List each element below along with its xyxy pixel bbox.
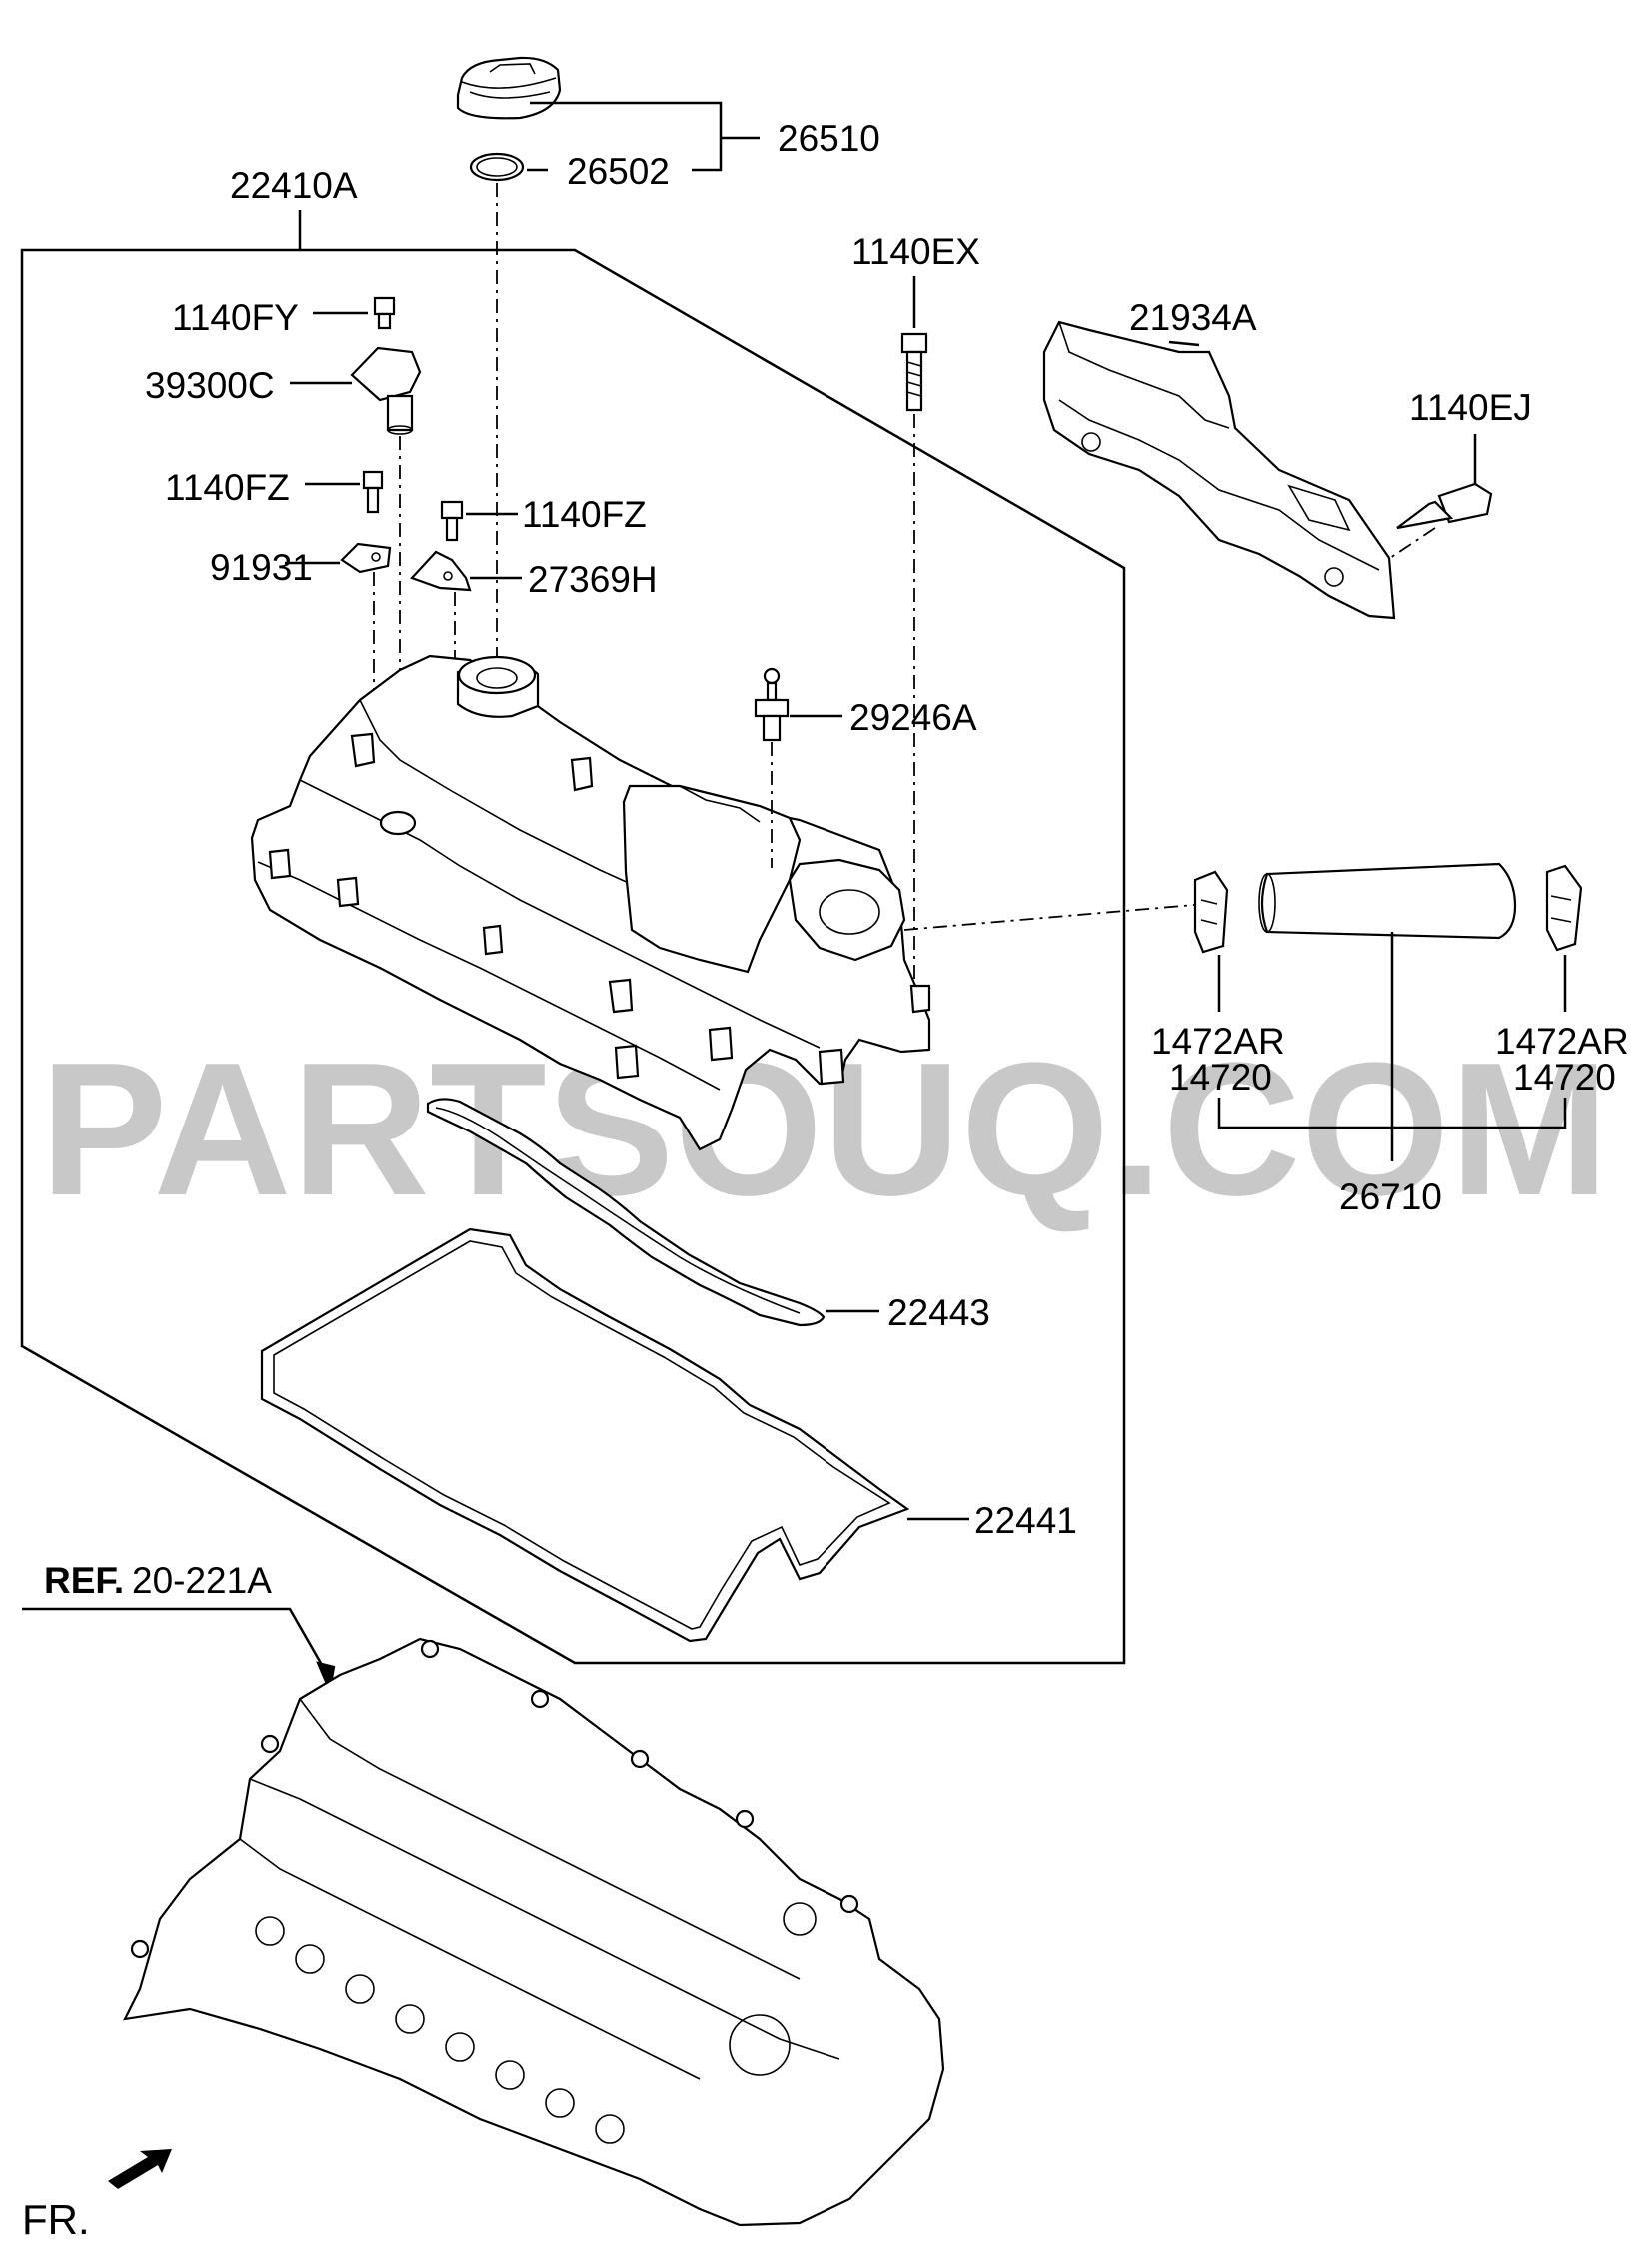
ref-prefix: REF. — [44, 1560, 124, 1601]
spark-plug-gasket-22443[interactable] — [426, 1098, 826, 1327]
label-27369H: 27369H — [528, 559, 658, 600]
label-26710: 26710 — [1339, 1176, 1442, 1217]
label-1140EX: 1140EX — [851, 231, 980, 272]
cover-gasket-22441[interactable] — [260, 1227, 910, 1643]
cam-position-sensor[interactable] — [350, 346, 422, 435]
label-91931: 91931 — [210, 547, 313, 588]
assembly-boundary-22410A — [20, 248, 1126, 1665]
oil-filler-cap-gasket[interactable] — [469, 152, 525, 182]
label-1140EJ: 1140EJ — [1409, 387, 1532, 428]
heat-shield-21934A[interactable] — [1042, 320, 1396, 620]
bolt-1140EJ[interactable] — [1396, 482, 1493, 530]
bracket-91931[interactable] — [340, 542, 392, 574]
bolt-1140FZ-left[interactable] — [362, 470, 384, 514]
cylinder-head-cover[interactable] — [250, 654, 931, 1151]
label-26502: 26502 — [567, 151, 670, 192]
label-1140FZ-right: 1140FZ — [522, 494, 647, 535]
ref-code: 20-221A — [132, 1560, 272, 1601]
label-1140FY: 1140FY — [172, 297, 299, 338]
front-arrow-icon — [108, 2149, 172, 2189]
bolt-1140FY[interactable] — [373, 296, 396, 330]
label-29246A: 29246A — [849, 697, 977, 738]
cylinder-head-reference[interactable] — [123, 1637, 945, 2227]
hose-clamp-left[interactable] — [1193, 870, 1229, 954]
label-22441: 22441 — [974, 1500, 1077, 1541]
label-14720-left: 14720 — [1169, 1057, 1272, 1098]
breather-hose-26710[interactable] — [1258, 862, 1517, 940]
label-22443: 22443 — [887, 1292, 990, 1333]
pcv-valve-29246A[interactable] — [754, 667, 790, 742]
label-21934A: 21934A — [1129, 297, 1257, 338]
label-1472AR-right: 1472AR — [1495, 1021, 1629, 1062]
oil-filler-cap[interactable] — [456, 56, 562, 120]
bolt-1140EX[interactable] — [900, 332, 928, 412]
label-1472AR-left: 1472AR — [1151, 1021, 1285, 1062]
label-39300C: 39300C — [145, 365, 275, 406]
front-indicator-label: FR. — [22, 2196, 90, 2243]
bracket-27369H[interactable] — [410, 550, 472, 592]
label-14720-right: 14720 — [1513, 1057, 1616, 1098]
label-26510: 26510 — [778, 118, 880, 159]
hose-clamp-right[interactable] — [1545, 864, 1583, 952]
bolt-1140FZ-center[interactable] — [440, 500, 464, 542]
label-22410A: 22410A — [230, 165, 358, 206]
label-1140FZ-left: 1140FZ — [165, 467, 290, 508]
